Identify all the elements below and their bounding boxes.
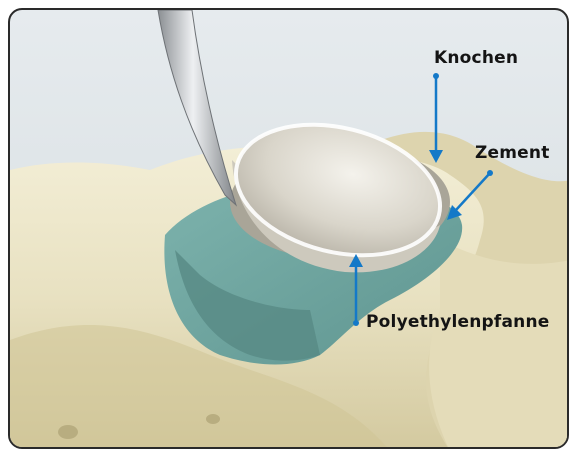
hip-socket-illustration: [10, 10, 569, 449]
bone-hole: [206, 414, 220, 424]
label-knochen: Knochen: [434, 48, 518, 68]
bone-hole: [58, 425, 78, 439]
right-bone-ridge: [429, 240, 569, 449]
label-polyethylenpfanne: Polyethylenpfanne: [366, 312, 550, 332]
label-zement: Zement: [475, 143, 550, 163]
illustration-frame: Knochen Zement Polyethylenpfanne: [8, 8, 569, 449]
